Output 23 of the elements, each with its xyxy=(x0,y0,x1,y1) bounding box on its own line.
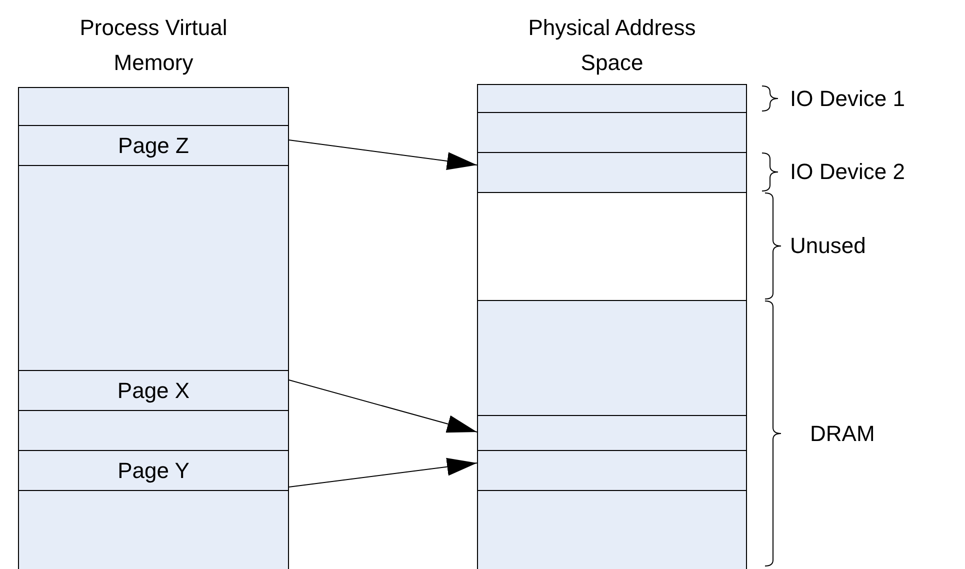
memory-segment xyxy=(19,88,288,125)
memory-segment xyxy=(19,165,288,370)
region-label: IO Device 1 xyxy=(790,86,905,112)
memory-segment xyxy=(478,300,746,415)
memory-segment xyxy=(478,152,746,192)
memory-segment xyxy=(478,415,746,450)
page-segment: Page X xyxy=(19,370,288,410)
memory-segment xyxy=(478,112,746,152)
page-segment: Page Y xyxy=(19,450,288,490)
memory-segment xyxy=(19,490,288,569)
column-heading: Process Virtual Memory xyxy=(78,14,228,77)
memory-segment xyxy=(478,490,746,569)
region-label: Unused xyxy=(790,233,866,259)
arrow xyxy=(288,140,478,170)
memory-segment xyxy=(478,450,746,490)
arrow xyxy=(288,380,478,433)
region-label: DRAM xyxy=(810,420,875,446)
memory-segment xyxy=(19,410,288,450)
page-segment: Page Z xyxy=(19,125,288,165)
column-heading: Physical Address Space xyxy=(527,14,697,77)
memory-segment xyxy=(478,85,746,112)
region-label: IO Device 2 xyxy=(790,159,905,185)
arrow xyxy=(288,458,478,488)
